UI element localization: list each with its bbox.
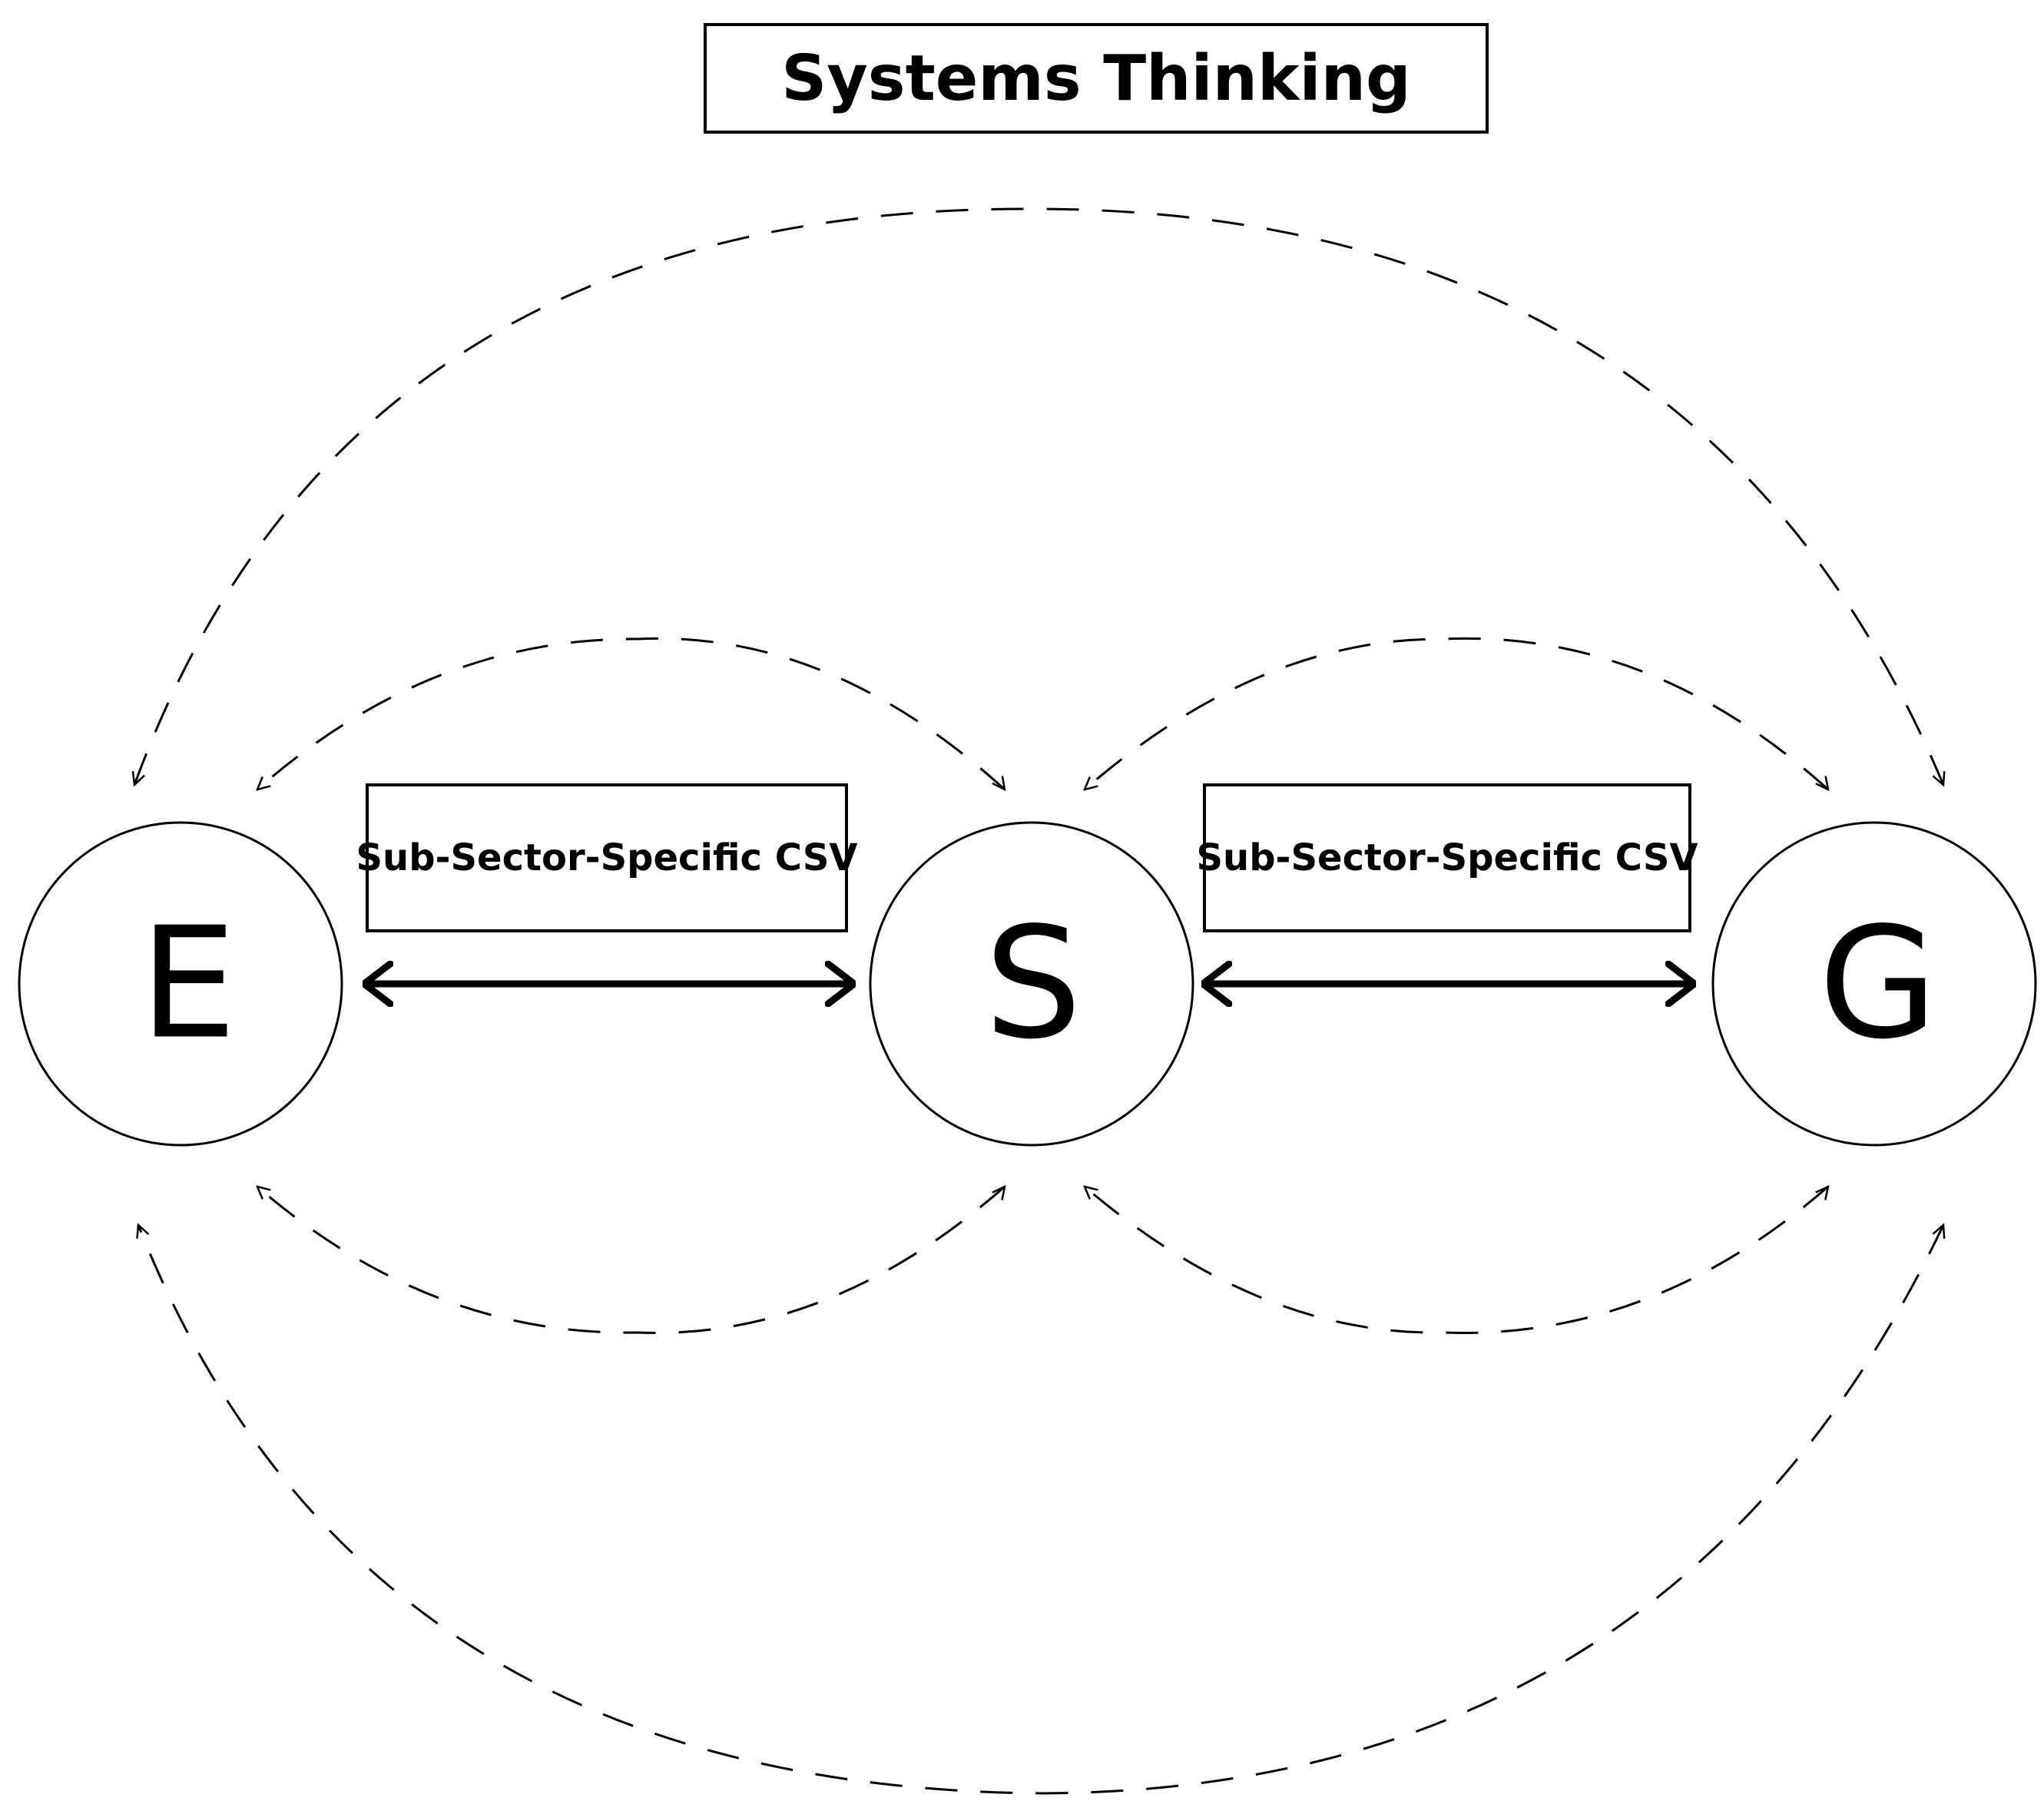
dashed-arc-e-g-bottom — [138, 1225, 1945, 1795]
node-g: G — [1711, 821, 2037, 1147]
dashed-arc-g-e-bottom — [1459, 1225, 1943, 1728]
dashed-arc-e-g-top — [134, 207, 1945, 785]
node-g-letter: G — [1819, 895, 1938, 1074]
page-title: Systems Thinking — [781, 41, 1411, 115]
node-e-letter: E — [140, 895, 237, 1074]
dashed-arc-e-s-top — [257, 637, 1006, 790]
node-s-letter: S — [985, 895, 1082, 1074]
dashed-arc-s-g-bottom — [1085, 1187, 1829, 1334]
dashed-arc-g-e-top — [1306, 253, 1943, 785]
link-label-e-s-text: Sub-Sector-Specific CSV — [356, 836, 858, 879]
node-s: S — [869, 821, 1194, 1147]
link-label-s-g-text: Sub-Sector-Specific CSV — [1196, 836, 1698, 879]
title-box: Systems Thinking — [704, 23, 1489, 134]
link-label-e-s: Sub-Sector-Specific CSV — [356, 783, 858, 932]
link-label-s-g: Sub-Sector-Specific CSV — [1196, 783, 1698, 932]
dashed-arc-s-g-top — [1085, 637, 1830, 790]
node-e: E — [18, 821, 343, 1147]
dashed-arc-e-s-bottom — [257, 1187, 1005, 1334]
